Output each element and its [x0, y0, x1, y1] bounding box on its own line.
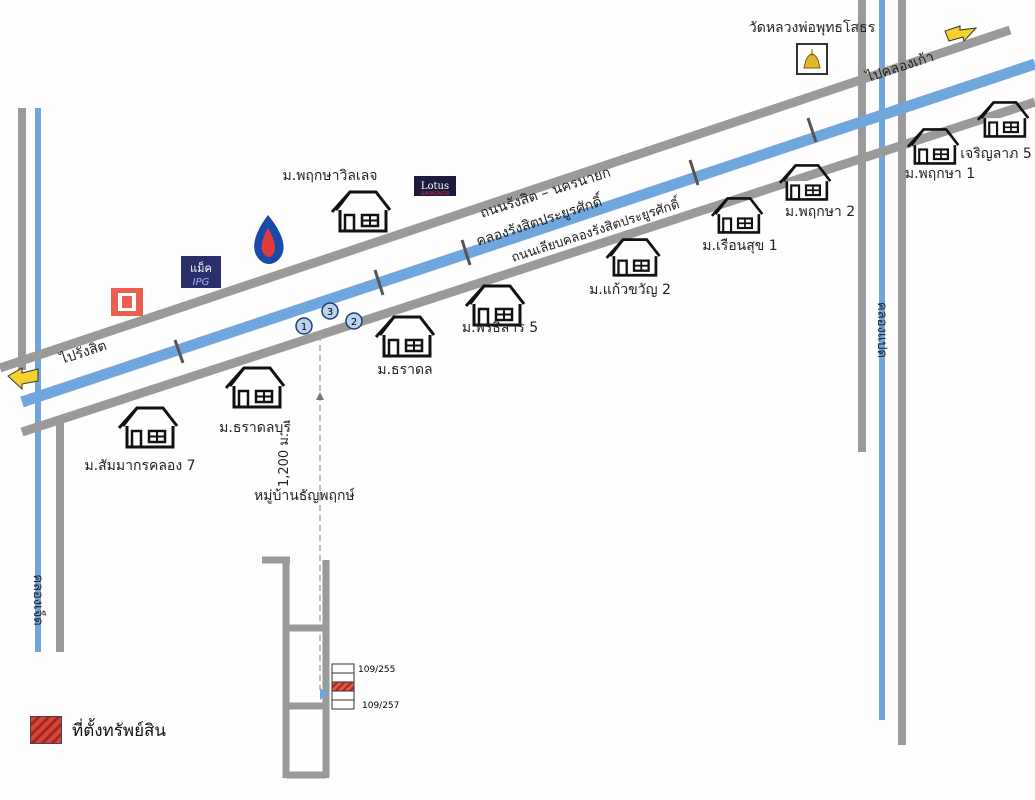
junction-marker-2: 2	[345, 312, 363, 330]
village-v5: ม.พรธิสาร 5	[462, 284, 538, 336]
legend: ที่ตั้งทรัพย์สิน	[30, 716, 166, 744]
label-distance: 1,200 ม.	[277, 433, 292, 487]
legend-label: ที่ตั้งทรัพย์สิน	[72, 720, 167, 741]
village-v10: เจริญลาภ 5	[960, 101, 1032, 162]
svg-text:ม.ธราดลบุรี: ม.ธราดลบุรี	[219, 420, 291, 436]
arrow-to-ongkharak-icon	[944, 25, 978, 43]
lotus-logo-subtext: SUPERCENTER	[420, 191, 449, 196]
plot-row: 109/255 109/257	[320, 663, 399, 711]
svg-text:ม.เรือนสุข 1: ม.เรือนสุข 1	[702, 238, 777, 254]
house-icon	[778, 164, 832, 201]
shop-logo	[111, 288, 143, 316]
label-temple: วัดหลวงพ่อพุทธโสธร	[749, 19, 876, 36]
village-v7: ม.เรือนสุข 1	[702, 197, 778, 254]
svg-text:ม.พรธิสาร 5: ม.พรธิสาร 5	[462, 320, 538, 336]
svg-text:ม.พฤกษา 1: ม.พฤกษา 1	[905, 166, 975, 182]
svg-text:109/255: 109/255	[358, 665, 395, 675]
pointer-icon	[320, 688, 328, 700]
label-soi: หมู่บ้านธัญพฤกษ์	[254, 487, 355, 504]
svg-text:ม.ธราดล: ม.ธราดล	[377, 362, 432, 378]
property-legend-swatch	[30, 716, 62, 744]
label-khlong-jet: คลองเจ็ด	[30, 574, 48, 625]
house-icon	[330, 190, 392, 233]
house-icon	[605, 238, 661, 277]
svg-text:ม.พฤกษา 2: ม.พฤกษา 2	[785, 204, 855, 220]
village-v6: ม.แก้วขวัญ 2	[589, 238, 671, 298]
house-icon	[117, 406, 179, 449]
svg-text:เจริญลาภ 5: เจริญลาภ 5	[960, 146, 1031, 162]
soi-roads	[262, 556, 330, 779]
village-v3: ม.ธราดลบุรี	[219, 366, 291, 436]
lotus-logo: Lotus SUPERCENTER	[414, 176, 456, 196]
svg-text:2: 2	[351, 317, 357, 328]
svg-text:ม.พฤกษาวิลเลจ: ม.พฤกษาวิลเลจ	[283, 168, 378, 184]
house-icon	[976, 101, 1030, 138]
ptt-logo	[254, 215, 284, 264]
village-v9: ม.พฤกษา 1	[905, 128, 975, 182]
ipg-logo-top: แม็ค	[190, 261, 212, 275]
svg-text:1: 1	[301, 322, 307, 333]
svg-text:ม.แก้วขวัญ 2: ม.แก้วขวัญ 2	[589, 282, 671, 298]
temple-icon	[796, 43, 828, 75]
house-icon	[224, 366, 286, 409]
village-v4: ม.สัมมากรคลอง 7	[84, 406, 196, 474]
ipg-logo: แม็ค IPG	[181, 256, 221, 288]
svg-text:109/257: 109/257	[362, 701, 399, 711]
arrow-to-rangsit-icon	[7, 367, 39, 391]
house-icon	[374, 315, 436, 358]
label-khlong-paet: คลองแปด	[874, 302, 889, 358]
lotus-logo-text: Lotus	[421, 181, 449, 192]
village-v8: ม.พฤกษา 2	[778, 164, 855, 220]
village-v2: ม.ธราดล	[374, 315, 436, 378]
svg-text:3: 3	[327, 307, 333, 318]
junction-marker-1: 1	[295, 317, 313, 335]
canal-bridges	[173, 117, 818, 364]
property-plot	[331, 681, 355, 692]
ipg-logo-text: IPG	[193, 277, 210, 288]
junction-marker-3: 3	[321, 302, 339, 320]
village-v1: ม.พฤกษาวิลเลจ	[283, 168, 392, 233]
main-road-corridor	[0, 25, 1035, 437]
svg-text:ม.สัมมากรคลอง 7: ม.สัมมากรคลอง 7	[84, 458, 195, 474]
